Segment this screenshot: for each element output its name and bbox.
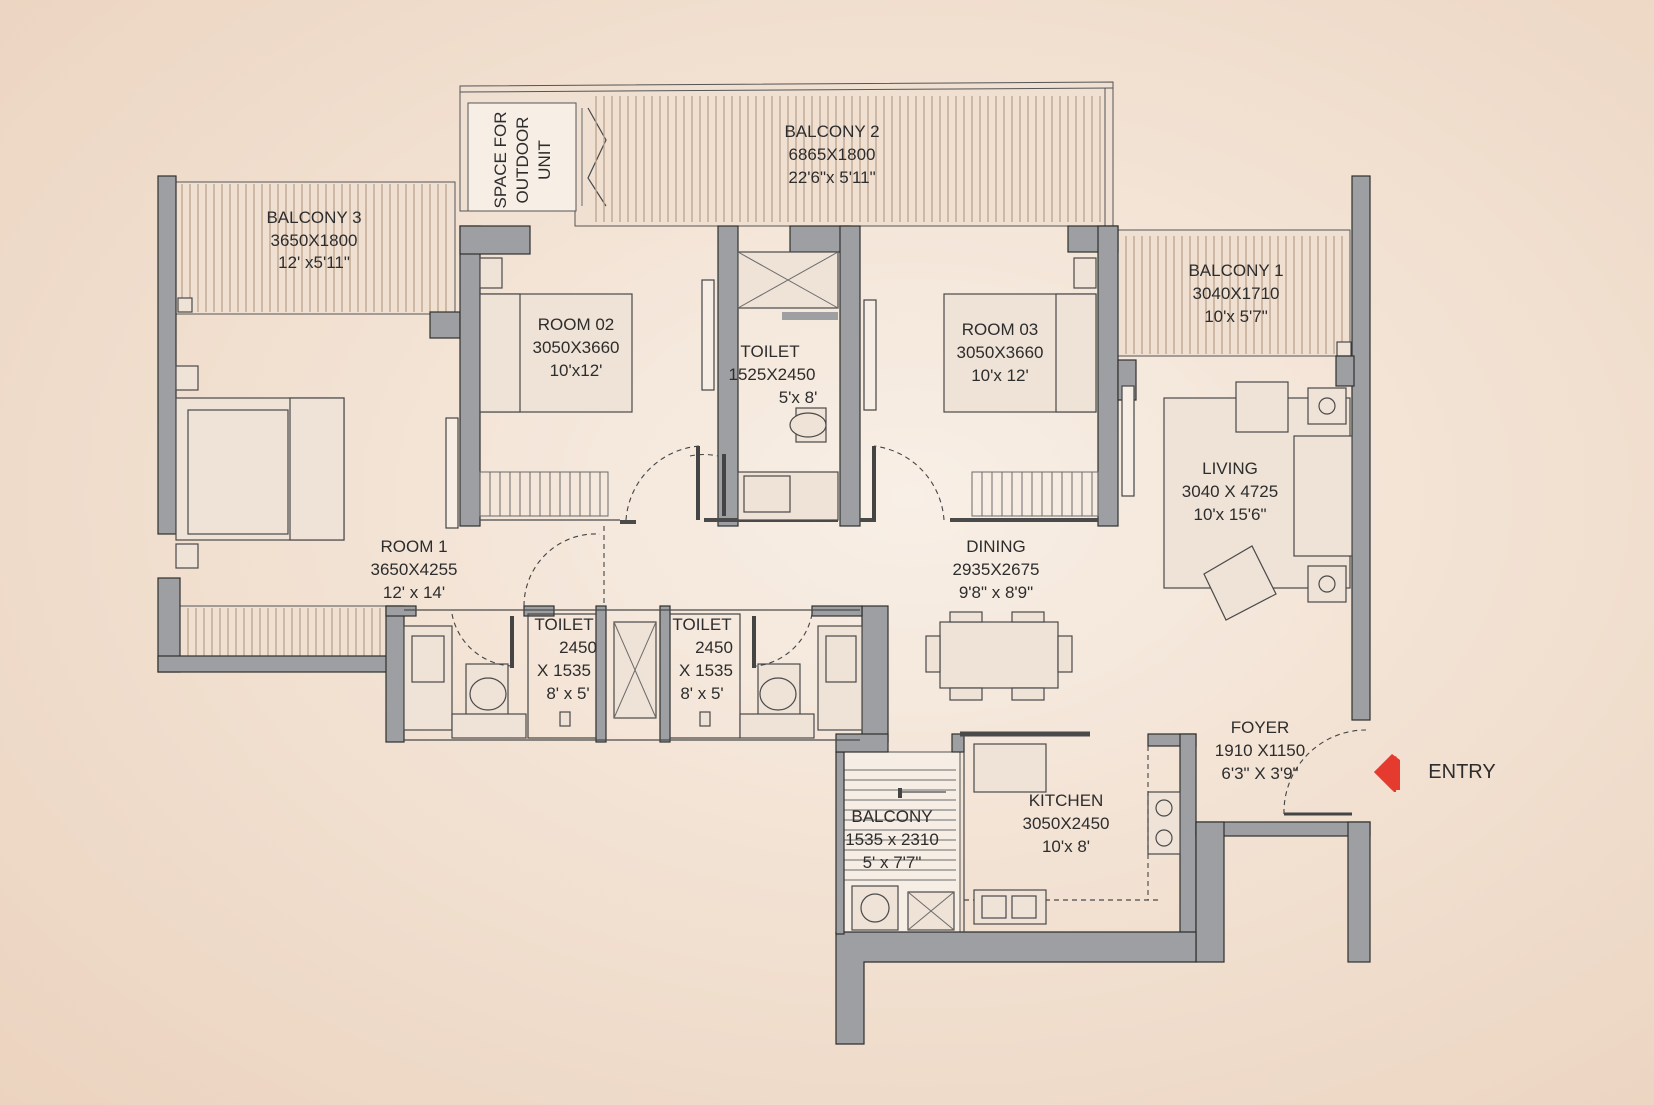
label-living: LIVING 3040 X 4725 10'x 15'6" <box>1182 459 1278 524</box>
label-room03: ROOM 03 3050X3660 10'x 12' <box>957 320 1044 385</box>
balcony1-mm: 3040X1710 <box>1193 284 1280 303</box>
label-kitchen: KITCHEN 3050X2450 10'x 8' <box>1023 791 1110 856</box>
kitchen-ft: 10'x 8' <box>1042 837 1090 856</box>
room03-mm: 3050X3660 <box>957 343 1044 362</box>
dining-ft: 9'8" x 8'9" <box>959 583 1033 602</box>
outdoor-line2: OUTDOOR <box>513 117 532 204</box>
label-toilet-top: TOILET 1525X2450 5'x 8' <box>729 342 818 407</box>
living-furniture <box>1163 381 1353 621</box>
entry-arrow-icon <box>1374 754 1400 792</box>
balcony1-name: BALCONY 1 <box>1188 261 1283 280</box>
wall-outlines <box>404 518 1160 901</box>
toilet-right-ft: 8' x 5' <box>680 684 723 703</box>
living-name: LIVING <box>1202 459 1258 478</box>
toilet-left-ft: 8' x 5' <box>546 684 589 703</box>
foyer-name: FOYER <box>1231 718 1290 737</box>
balcony3-ft: 12' x5'11" <box>278 253 350 272</box>
balcony3-mm: 3650X1800 <box>271 231 358 250</box>
balcony-k-name: BALCONY <box>851 807 932 826</box>
label-outdoor-unit: SPACE FOR OUTDOOR UNIT <box>491 112 554 209</box>
label-balcony2: BALCONY 2 6865X1800 22'6"x 5'11" <box>784 122 879 187</box>
toilet-left-name: TOILET <box>534 615 593 634</box>
room1-ft: 12' x 14' <box>383 583 445 602</box>
kitchen-fixtures <box>898 743 1181 932</box>
toilet-left-fixtures <box>403 526 605 739</box>
toilet-top-fixtures <box>689 251 839 521</box>
balcony3-name: BALCONY 3 <box>266 208 361 227</box>
balcony2-ft: 22'6"x 5'11" <box>788 168 875 187</box>
toilet-right-fixtures <box>669 613 863 739</box>
room02-name: ROOM 02 <box>538 315 615 334</box>
balcony-k-mm: 1535 x 2310 <box>845 830 939 849</box>
outdoor-unit-area <box>459 81 1114 227</box>
toilet-right-mm2: X 1535 <box>679 661 733 680</box>
living-ft: 10'x 15'6" <box>1193 505 1266 524</box>
dining-table <box>925 611 1073 701</box>
toilet-top-ft: 5'x 8' <box>779 388 818 407</box>
kitchen-name: KITCHEN <box>1029 791 1104 810</box>
balcony-3-area <box>174 181 456 315</box>
outdoor-line1: SPACE FOR <box>491 112 510 209</box>
balcony1-ft: 10'x 5'7" <box>1204 307 1268 326</box>
toilet-right-mm1: 2450 <box>695 638 733 657</box>
label-balcony1: BALCONY 1 3040X1710 10'x 5'7" <box>1188 261 1283 326</box>
room03-bed <box>863 257 1135 517</box>
balcony-k-ft: 5' x 7'7" <box>863 853 922 872</box>
room1-bed <box>175 365 459 569</box>
kitchen-mm: 3050X2450 <box>1023 814 1110 833</box>
label-toilet-left: TOILET 2450 X 1535 8' x 5' <box>534 615 597 703</box>
balcony2-mm: 6865X1800 <box>789 145 876 164</box>
label-toilet-right: TOILET 2450 X 1535 8' x 5' <box>672 615 733 703</box>
balcony2-name: BALCONY 2 <box>784 122 879 141</box>
label-dining: DINING 2935X2675 9'8" x 8'9" <box>953 537 1040 602</box>
toilet-right-name: TOILET <box>672 615 731 634</box>
toilet-left-mm2: X 1535 <box>537 661 591 680</box>
foyer-mm: 1910 X1150 <box>1215 741 1305 760</box>
bedroom-doors <box>625 445 945 521</box>
living-mm: 3040 X 4725 <box>1182 482 1278 501</box>
room03-name: ROOM 03 <box>962 320 1039 339</box>
dining-name: DINING <box>966 537 1026 556</box>
label-balcony-kitchen: BALCONY 1535 x 2310 5' x 7'7" <box>845 807 939 872</box>
shaft <box>613 621 657 719</box>
dining-mm: 2935X2675 <box>953 560 1040 579</box>
foyer-ft: 6'3" X 3'9" <box>1221 764 1298 783</box>
label-foyer: FOYER 1910 X1150 6'3" X 3'9" <box>1215 718 1305 783</box>
room02-ft: 10'x12' <box>550 361 603 380</box>
balcony-2-area <box>595 96 1101 222</box>
entry-label: ENTRY <box>1428 761 1495 783</box>
walls <box>157 175 1371 1045</box>
room02-mm: 3050X3660 <box>533 338 620 357</box>
room1-name: ROOM 1 <box>380 537 447 556</box>
label-room02: ROOM 02 3050X3660 10'x12' <box>533 315 620 380</box>
label-balcony3: BALCONY 3 3650X1800 12' x5'11" <box>266 208 361 272</box>
foyer-door <box>1283 729 1367 816</box>
balcony-1-area <box>1117 229 1352 357</box>
room1-mm: 3650X4255 <box>371 560 458 579</box>
room03-ft: 10'x 12' <box>971 366 1029 385</box>
toilet-top-name: TOILET <box>740 342 799 361</box>
outdoor-line3: UNIT <box>535 140 554 180</box>
toilet-top-mm: 1525X2450 <box>729 365 816 384</box>
room02-bed <box>479 257 715 517</box>
toilet-left-mm1: 2450 <box>559 638 597 657</box>
label-room1: ROOM 1 3650X4255 12' x 14' <box>371 537 458 602</box>
room1-balcony-strip <box>179 605 387 659</box>
